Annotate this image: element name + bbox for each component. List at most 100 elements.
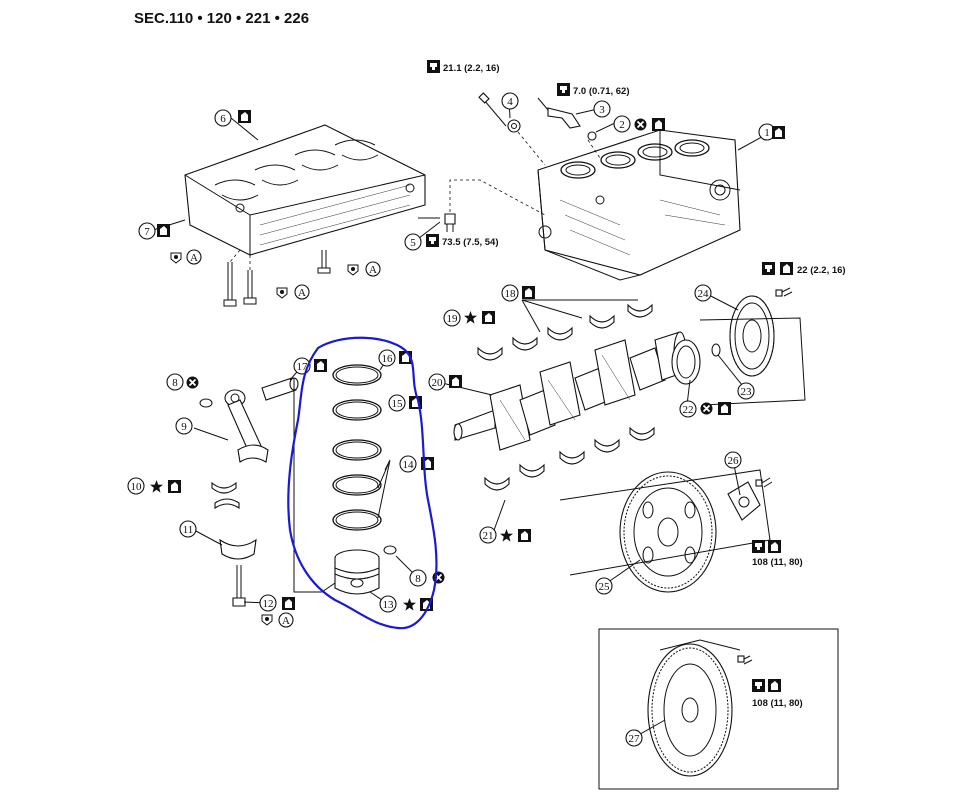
svg-text:20: 20 — [432, 377, 444, 389]
lube-icon — [768, 540, 781, 553]
torque-label-1: 21.1 (2.2, 16) — [427, 60, 500, 74]
callout-2: 2 — [613, 115, 631, 133]
svg-text:10: 10 — [131, 481, 143, 493]
svg-text:A: A — [282, 615, 290, 627]
bedplate-bolts — [223, 249, 331, 307]
svg-text:12: 12 — [263, 598, 274, 610]
callout-12: 12 — [259, 594, 277, 612]
snap-ring-right — [383, 545, 397, 555]
svg-text:14: 14 — [403, 459, 415, 471]
star-icon — [403, 598, 416, 611]
svg-text:8: 8 — [415, 573, 421, 585]
lube-icon — [652, 118, 665, 131]
svg-text:9: 9 — [181, 421, 187, 433]
lube-icon — [314, 359, 327, 372]
svg-text:A: A — [190, 252, 198, 264]
callout-7: 7 — [138, 222, 156, 240]
cylinder-block — [537, 129, 741, 281]
main-bearings-upper — [477, 299, 653, 361]
oil-a-symbol-3: A — [276, 284, 310, 300]
svg-text:7.0 (0.71, 62): 7.0 (0.71, 62) — [573, 86, 630, 97]
signal-plate — [729, 295, 775, 377]
torque-label-3: 73.5 (7.5, 54) — [426, 234, 499, 248]
svg-text:18: 18 — [505, 288, 517, 300]
svg-text:4: 4 — [507, 96, 513, 108]
section-title: SEC.110 • 120 • 221 • 226 — [134, 10, 309, 27]
callout-8-left: 8 — [166, 373, 184, 391]
svg-text:17: 17 — [297, 361, 309, 373]
star-icon — [500, 529, 513, 542]
callout-15: 15 — [388, 394, 406, 412]
callout-3: 3 — [593, 100, 611, 118]
svg-text:6: 6 — [220, 113, 226, 125]
svg-text:23: 23 — [741, 386, 753, 398]
callout-27: 27 — [625, 729, 643, 747]
svg-text:24: 24 — [698, 288, 710, 300]
svg-text:A: A — [298, 287, 306, 299]
crankshaft — [453, 331, 687, 451]
callout-24: 24 — [694, 284, 712, 302]
flywheel — [647, 639, 753, 777]
svg-text:13: 13 — [383, 599, 395, 611]
snap-ring-left — [199, 398, 213, 408]
callout-10: 10 — [127, 477, 145, 495]
svg-text:11: 11 — [183, 524, 194, 536]
svg-text:5: 5 — [410, 237, 416, 249]
lube-icon — [482, 311, 495, 324]
torque-wrench-icon — [557, 83, 570, 96]
svg-text:22: 22 — [683, 404, 694, 416]
callout-16: 16 — [378, 349, 396, 367]
torque-wrench-icon — [427, 60, 440, 73]
no-reuse-icon — [185, 375, 200, 390]
lube-icon — [772, 126, 785, 139]
svg-text:108 (11, 80): 108 (11, 80) — [752, 698, 803, 709]
torque-label-5: 108 (11, 80) — [752, 540, 803, 568]
svg-text:21: 21 — [483, 530, 494, 542]
callout-22: 22 — [679, 400, 697, 418]
rear-plate-bolt — [775, 287, 793, 297]
main-bearings-lower — [484, 426, 655, 491]
lube-icon — [518, 529, 531, 542]
callout-4: 4 — [501, 92, 519, 110]
torque-label-6: 108 (11, 80) — [752, 679, 803, 709]
lube-icon — [522, 286, 535, 299]
callout-26: 26 — [724, 451, 742, 469]
lube-icon — [238, 110, 251, 123]
callout-8-right: 8 — [409, 569, 427, 587]
drive-plate — [619, 471, 717, 593]
callout-13: 13 — [379, 595, 397, 613]
oil-a-symbol-1: A — [170, 249, 202, 265]
hand-drawn-highlight-outline — [287, 336, 438, 630]
svg-text:27: 27 — [629, 733, 641, 745]
piston-rings — [332, 364, 382, 531]
torque-wrench-icon — [426, 234, 439, 247]
lower-cylinder-block — [184, 124, 426, 256]
inset-frame — [598, 628, 839, 790]
lube-icon — [282, 597, 295, 610]
lube-icon — [168, 480, 181, 493]
callout-9: 9 — [175, 417, 193, 435]
drain-plug — [418, 179, 546, 232]
no-reuse-icon — [633, 117, 648, 132]
lube-icon — [718, 402, 731, 415]
callout-21: 21 — [479, 526, 497, 544]
torque-label-4: 22 (2.2, 16) — [762, 262, 846, 276]
piston-pin — [261, 377, 299, 401]
svg-text:26: 26 — [728, 455, 740, 467]
oil-a-symbol-4: A — [261, 612, 294, 628]
rod-cap — [219, 538, 257, 560]
reinforcement-plate — [727, 477, 773, 521]
lube-icon — [449, 375, 462, 388]
oil-jet-assembly — [478, 92, 601, 166]
svg-text:19: 19 — [447, 313, 459, 325]
callout-18: 18 — [501, 284, 519, 302]
callout-5: 5 — [404, 233, 422, 251]
svg-text:21.1 (2.2, 16): 21.1 (2.2, 16) — [443, 63, 500, 74]
svg-text:1: 1 — [764, 127, 770, 139]
callout-19: 19 — [443, 309, 461, 327]
no-reuse-icon — [699, 401, 714, 416]
callout-25: 25 — [595, 577, 613, 595]
oil-a-symbol-2: A — [347, 261, 381, 277]
torque-wrench-icon — [752, 679, 765, 692]
